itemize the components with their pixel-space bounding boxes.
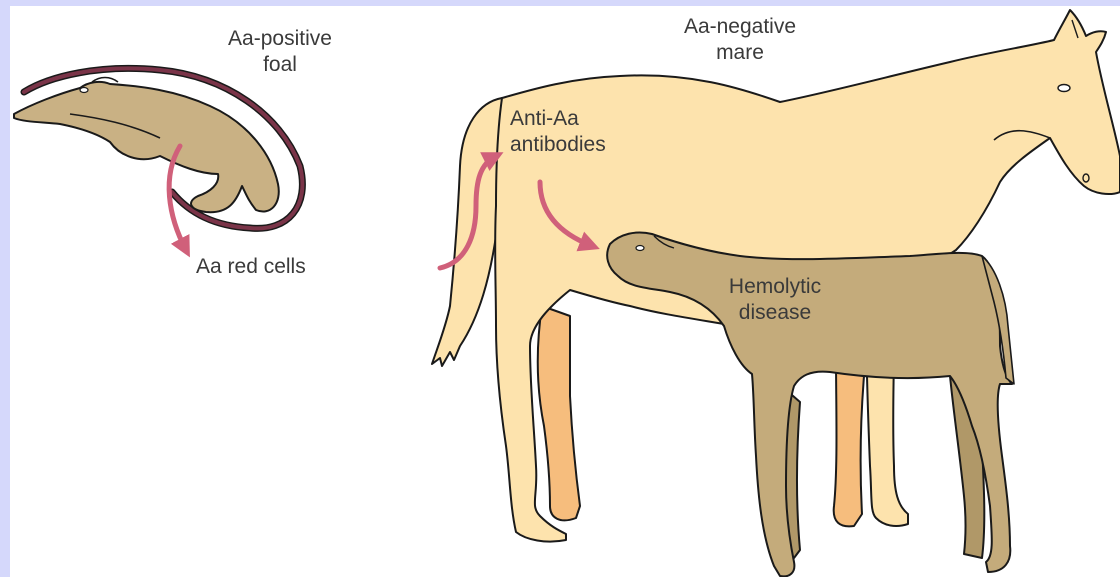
diagram-canvas: Aa-positive foal Aa-negative mare Anti-A… <box>10 6 1120 577</box>
foal-eye <box>636 246 644 251</box>
mare-eye <box>1058 85 1070 92</box>
label-fetus: Aa-positive foal <box>200 26 360 78</box>
label-mare-line-1: Aa-negative <box>660 14 820 40</box>
hemolytic-disease-illustration <box>10 6 1120 577</box>
label-red-cells: Aa red cells <box>196 254 376 280</box>
fetus-body <box>14 82 279 212</box>
mare-tail <box>432 98 502 366</box>
label-fetus-line-1: Aa-positive <box>200 26 360 52</box>
label-disease-line-2: disease <box>700 300 850 326</box>
label-mare-line-2: mare <box>660 40 820 66</box>
label-disease: Hemolytic disease <box>700 274 850 326</box>
label-mare: Aa-negative mare <box>660 14 820 66</box>
label-antibodies: Anti-Aa antibodies <box>510 106 650 158</box>
mare-far-hindleg <box>538 306 580 520</box>
label-fetus-line-2: foal <box>200 52 360 78</box>
mare-far-foreleg <box>834 356 864 526</box>
label-disease-line-1: Hemolytic <box>700 274 850 300</box>
label-antibodies-line-1: Anti-Aa <box>510 106 650 132</box>
label-red-cells-text: Aa red cells <box>196 254 376 280</box>
label-antibodies-line-2: antibodies <box>510 132 650 158</box>
fetus-in-uterus <box>14 68 302 228</box>
fetus-eye <box>80 88 88 93</box>
